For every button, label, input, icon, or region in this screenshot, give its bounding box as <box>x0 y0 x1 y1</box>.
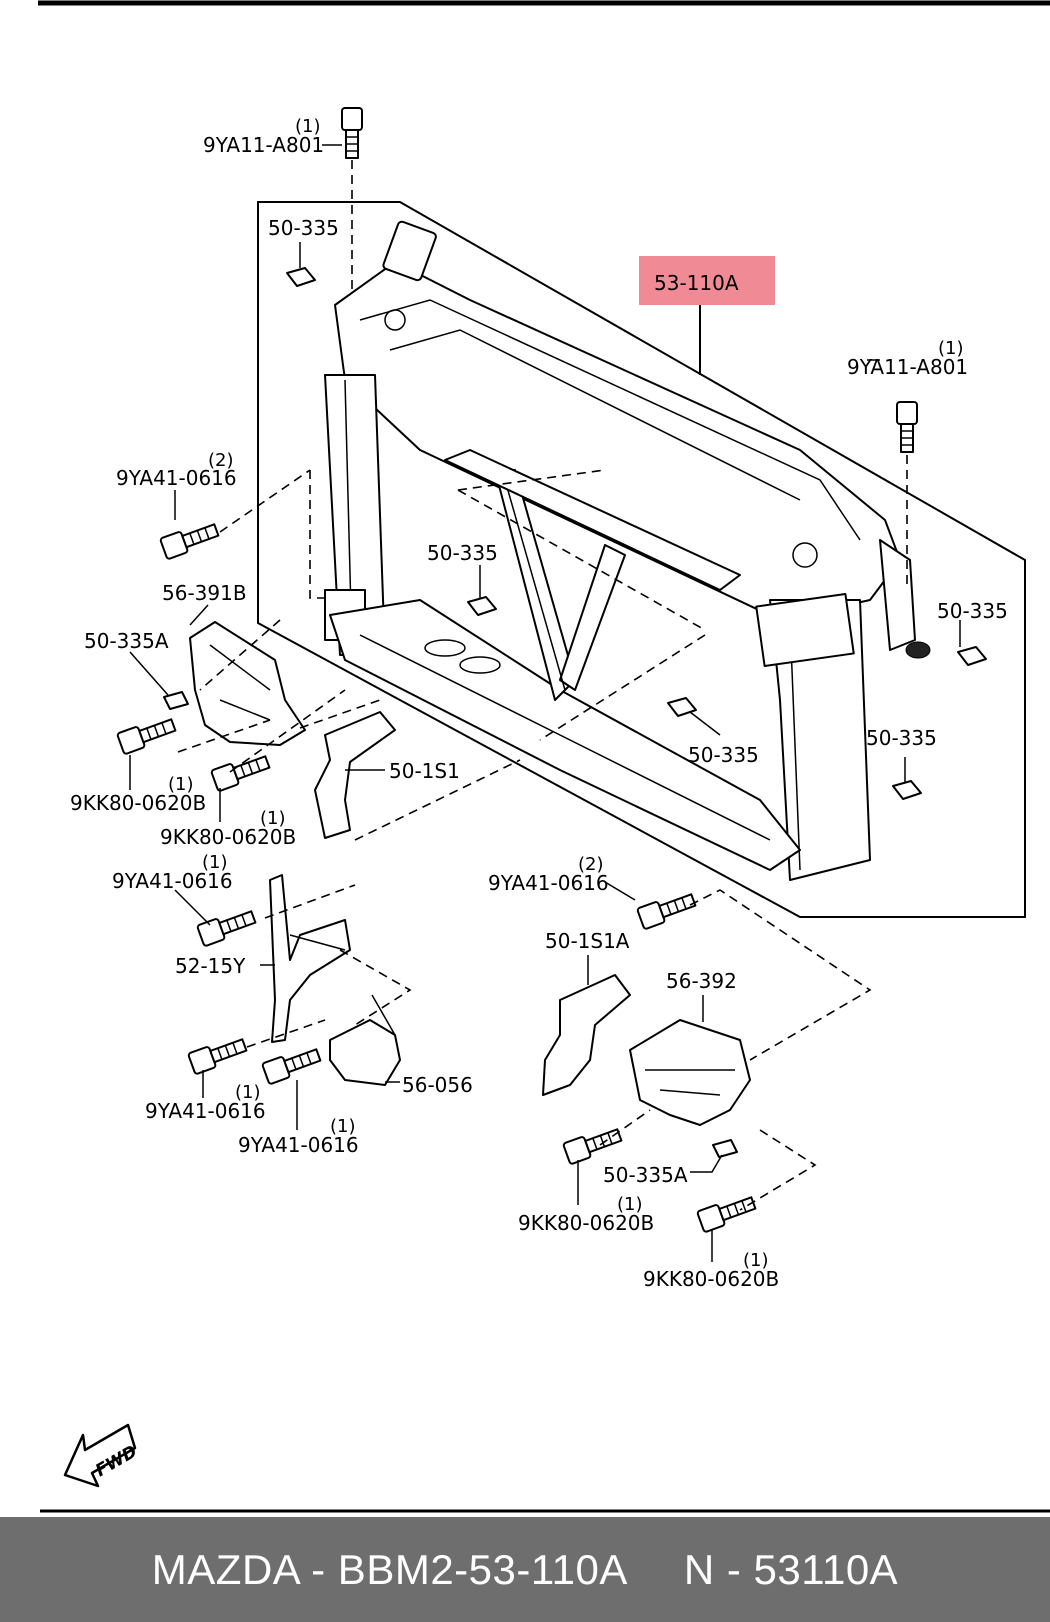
nut-left-icon <box>163 691 189 710</box>
seal-left-shape <box>314 711 396 839</box>
fwd-arrow-icon: FWD <box>63 1423 141 1488</box>
bolt-left-upper-icon <box>159 523 220 560</box>
label-guide: 56-056 <box>402 1073 473 1097</box>
label-nut-left: 50-335A <box>84 629 169 653</box>
label-seal-right: 50-1S1A <box>545 929 630 953</box>
label-bolt-right-2: 9KK80-0620B <box>643 1267 779 1291</box>
label-nut-center: 50-335 <box>427 541 498 565</box>
label-main-part: 53-110A <box>654 271 739 295</box>
bolt-left-2-icon <box>210 755 271 792</box>
qty-bolt-top: (1) <box>295 116 321 137</box>
nut-top-left-icon <box>286 267 316 287</box>
qty-bolt-left-1: (1) <box>168 774 194 795</box>
qty-bolt-left-2: (1) <box>260 808 286 829</box>
label-bolt-bracket-1: 9YA41-0616 <box>145 1099 266 1123</box>
component-shapes <box>189 621 751 1126</box>
label-bolt-bracket-2: 9YA41-0616 <box>238 1133 359 1157</box>
clip-nut-icons <box>163 267 987 1158</box>
deflector-right-shape <box>629 1019 751 1126</box>
label-nut-right-lower2: 50-335A <box>603 1163 688 1187</box>
qty-bolt-right-lower: (2) <box>578 854 604 875</box>
label-bolt-left-1: 9KK80-0620B <box>70 791 206 815</box>
label-bolt-right-1: 9KK80-0620B <box>518 1211 654 1235</box>
nut-right-upper-icon <box>957 646 987 666</box>
label-deflector-right: 56-392 <box>666 969 737 993</box>
qty-bolt-bracket-1: (1) <box>235 1082 261 1103</box>
leader-lines <box>129 144 961 1262</box>
part-highlight <box>639 256 775 305</box>
label-nut-lower-center: 50-335 <box>688 743 759 767</box>
label-bolt-left-2: 9KK80-0620B <box>160 825 296 849</box>
label-nut-top-left: 50-335 <box>268 216 339 240</box>
label-bolt-right: 9YA11-A801 <box>847 355 968 379</box>
label-nut-right-upper: 50-335 <box>937 599 1008 623</box>
bolt-right-lower-icon <box>636 893 697 930</box>
qty-bolt-bracket-top: (1) <box>202 852 228 873</box>
qty-bolt-right-2: (1) <box>743 1250 769 1271</box>
deflector-left-shape <box>189 621 306 746</box>
qty-bolt-bracket-2: (1) <box>330 1116 356 1137</box>
nut-lower-center-icon <box>667 697 697 717</box>
guide-shape <box>329 1019 401 1086</box>
bolt-left-1-icon <box>116 718 177 755</box>
label-bolt-left-upper: 9YA41-0616 <box>116 466 237 490</box>
footer-part-number: MAZDA - BBM2-53-110A <box>151 1545 628 1593</box>
label-bolt-right-lower: 9YA41-0616 <box>488 871 609 895</box>
callout-labels: 9YA11-A801 (1) 50-335 53-110A 9YA11-A801… <box>70 116 1008 1291</box>
qty-bolt-left-upper: (2) <box>208 450 234 471</box>
label-deflector-left: 56-391B <box>162 581 247 605</box>
main-assembly-frame <box>257 201 1026 918</box>
label-bracket: 52-15Y <box>175 954 246 978</box>
label-bolt-bracket-top: 9YA41-0616 <box>112 869 233 893</box>
nut-center-icon <box>467 596 497 616</box>
seal-right-shape <box>542 974 631 1096</box>
label-bolt-top: 9YA11-A801 <box>203 133 324 157</box>
radiator-support-part <box>324 220 931 881</box>
part-number-footer: MAZDA - BBM2-53-110A N - 53110A <box>0 1517 1050 1622</box>
bolt-right-1-icon <box>562 1128 623 1165</box>
bolt-bracket-2-icon <box>261 1048 322 1085</box>
bracket-shape <box>269 874 351 1043</box>
qty-bolt-right: (1) <box>938 338 964 359</box>
bolt-right-icon <box>896 401 918 453</box>
bolt-top-icon <box>341 107 363 159</box>
footer-alt-number: N - 53110A <box>683 1545 899 1593</box>
bolt-bracket-top-icon <box>196 910 257 947</box>
bolt-right-2-icon <box>696 1196 757 1233</box>
dashed-guides <box>177 160 908 1211</box>
nut-right-lower2-icon <box>712 1139 738 1158</box>
label-seal-left: 50-1S1 <box>389 759 460 783</box>
qty-bolt-right-1: (1) <box>617 1194 643 1215</box>
bolt-bracket-1-icon <box>187 1038 248 1075</box>
label-nut-right-lower: 50-335 <box>866 726 937 750</box>
nut-right-lower-icon <box>892 780 922 800</box>
